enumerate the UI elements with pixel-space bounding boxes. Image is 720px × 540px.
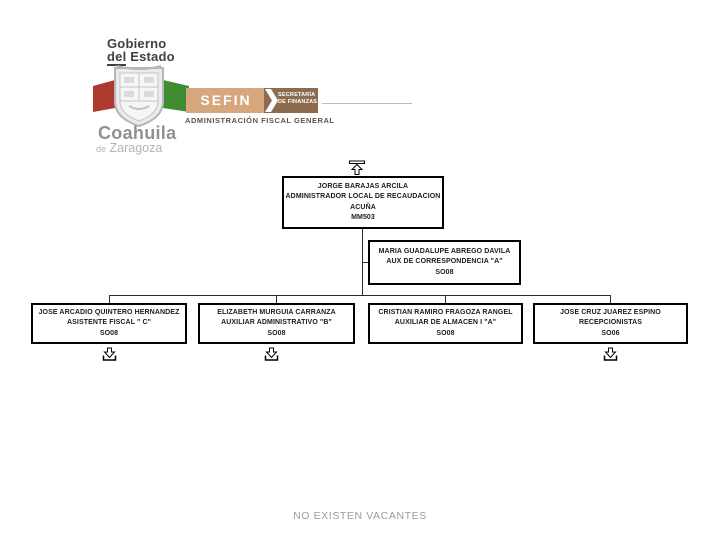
employee-location: ACUÑA <box>350 203 376 211</box>
org-box-root: JORGE BARAJAS ARCILA ADMINISTRADOR LOCAL… <box>282 176 444 229</box>
employee-title: AUX DE CORRESPONDENCIA "A" <box>386 258 503 266</box>
sefin-label: SEFIN <box>200 92 252 108</box>
org-box-subordinate-3: CRISTIAN RAMIRO FRAGOZA RANGEL AUXILIAR … <box>368 303 523 344</box>
header-divider-line <box>322 103 412 104</box>
state-name-label: Coahuila <box>98 123 177 143</box>
employee-title: ADMINISTRADOR LOCAL DE RECAUDACION <box>285 193 441 200</box>
no-vacancies-note: NO EXISTEN VACANTES <box>293 510 427 522</box>
state-suffix-label: de Zaragoza <box>96 141 163 155</box>
gobierno-del-estado-label: Gobierno del Estado <box>107 36 175 66</box>
employee-title: AUXILIAR ADMINISTRATIVO "B" <box>221 319 332 327</box>
employee-name: CRISTIAN RAMIRO FRAGOZA RANGEL <box>378 308 513 316</box>
employee-name: ELIZABETH MURGUIA CARRANZA <box>217 308 336 316</box>
secretaria-de-finanzas-label: SECRETARÍA DE FINANZAS <box>278 92 318 105</box>
employee-code: MM503 <box>351 214 375 221</box>
employee-title: ASISTENTE FISCAL " C" <box>66 319 152 327</box>
gobierno-line2: del Estado <box>107 49 175 66</box>
employee-title: RECEPCIONISTAS <box>578 319 643 327</box>
connector-assistant-stub <box>363 262 369 263</box>
subordinate-arrow-icon <box>603 347 618 361</box>
employee-title: AUXILIAR DE ALMACEN I "A" <box>394 319 497 327</box>
employee-name: MARIA GUADALUPE ABREGO DAVILA <box>378 247 511 255</box>
connector-branch <box>109 295 611 296</box>
employee-code: SO08 <box>267 329 286 337</box>
employee-code: SO08 <box>435 268 454 276</box>
subordinate-arrow-icon <box>264 347 279 361</box>
employee-code: SO08 <box>436 329 455 337</box>
promote-arrow-icon <box>349 160 365 175</box>
coahuila-coat-of-arms-icon <box>93 65 189 128</box>
employee-code: SO06 <box>601 329 620 337</box>
connector-trunk <box>362 229 363 295</box>
connector-stub-3 <box>445 295 446 303</box>
org-box-subordinate-2: ELIZABETH MURGUIA CARRANZA AUXILIAR ADMI… <box>198 303 355 344</box>
employee-name: JOSE CRUZ JUAREZ ESPINO <box>560 308 661 316</box>
connector-stub-2 <box>276 295 277 303</box>
subordinate-arrow-icon <box>102 347 117 361</box>
department-label: ADMINISTRACIÓN FISCAL GENERAL <box>185 116 335 125</box>
connector-stub-4 <box>610 295 611 303</box>
employee-code: SO08 <box>99 329 119 337</box>
org-box-subordinate-1: JOSE ARCADIO QUINTERO HERNANDEZ ASISTENT… <box>31 303 187 344</box>
employee-name: JOSE ARCADIO QUINTERO HERNANDEZ <box>38 308 180 316</box>
org-box-assistant: MARIA GUADALUPE ABREGO DAVILA AUX DE COR… <box>368 240 521 285</box>
org-box-subordinate-4: JOSE CRUZ JUAREZ ESPINO RECEPCIONISTAS S… <box>533 303 688 344</box>
gobierno-line1: Gobierno <box>107 36 167 51</box>
sefin-banner <box>186 88 318 113</box>
connector-stub-1 <box>109 295 110 303</box>
employee-name: JORGE BARAJAS ARCILA <box>317 182 409 190</box>
